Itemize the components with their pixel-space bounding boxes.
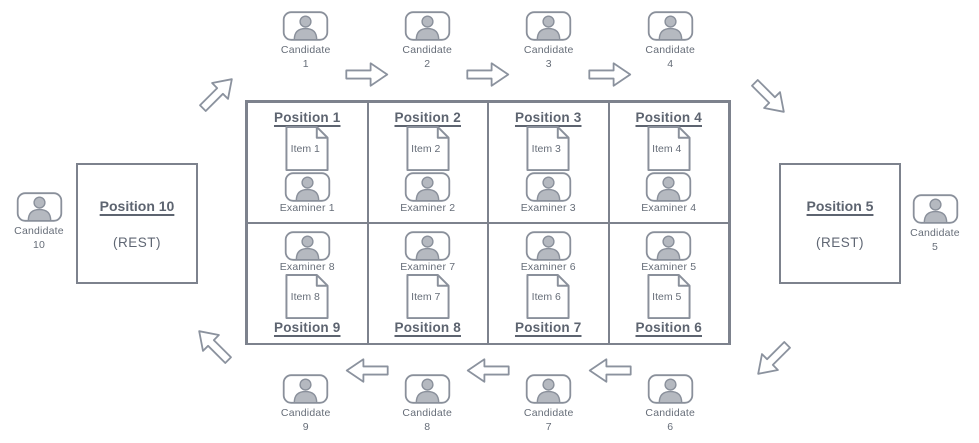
arrow-right-icon [464,61,512,88]
candidate-label: Candidate 8 [402,407,453,433]
position-title: Position 7 [514,320,582,335]
candidate-4: Candidate 4 [610,11,732,71]
position-title: Position 10 [99,197,175,214]
person-icon [645,231,692,261]
arrow-up-right-icon [195,80,240,107]
candidate-label: Candidate 10 [14,225,64,251]
station-position-8: Examiner 7 Item 7 Position 8 [367,223,488,344]
candidate-label: Candidate 2 [402,44,453,70]
position-title: Position 4 [635,110,702,125]
candidate-2: Candidate 2 [367,11,489,71]
document-icon: Item 4 [646,125,692,172]
station-position-3: Position 3 Item 3 Examiner 3 [488,102,609,223]
arrow-up-left-icon [191,332,236,359]
candidate-label: Candidate 1 [280,44,331,70]
document-icon: Item 6 [525,273,571,320]
person-icon [284,231,331,261]
arrow-down-left-icon [750,346,795,373]
item-label: Item 5 [652,291,682,304]
examiner-label: Examiner 6 [520,261,576,273]
person-icon [525,11,572,41]
station-position-1: Position 1 Item 1 Examiner 1 [247,102,368,223]
rest-station-position-10: Position 10 (REST) [76,163,198,284]
document-icon: Item 8 [284,273,330,320]
person-icon [16,192,63,222]
candidate-7: Candidate 7 [488,374,610,434]
item-label: Item 7 [411,291,441,304]
candidate-label: Candidate 9 [280,407,331,433]
position-title: Position 2 [394,110,461,125]
document-icon: Item 5 [646,273,692,320]
candidate-5: Candidate 5 [905,194,965,254]
person-icon [404,231,451,261]
candidate-8: Candidate 8 [367,374,489,434]
person-icon [647,374,694,404]
station-position-7: Examiner 6 Item 6 Position 7 [488,223,609,344]
person-icon [404,374,451,404]
document-icon: Item 7 [405,273,451,320]
rest-label: (REST) [816,234,864,250]
candidate-3: Candidate 3 [488,11,610,71]
item-label: Item 1 [290,143,320,156]
item-label: Item 6 [531,291,561,304]
candidate-label: Candidate 5 [910,227,960,253]
candidates-top-row: Candidate 1 Candidate 2 Candidate 3 Cand… [245,11,731,71]
person-icon [525,172,572,202]
station-position-4: Position 4 Item 4 Examiner 4 [608,102,729,223]
candidate-1: Candidate 1 [245,11,367,71]
person-icon [282,11,329,41]
person-icon [645,172,692,202]
candidate-label: Candidate 3 [523,44,574,70]
document-icon: Item 1 [284,125,330,172]
item-label: Item 2 [411,143,441,156]
arrow-right-icon [586,61,634,88]
person-icon [282,374,329,404]
examiner-label: Examiner 1 [279,202,335,214]
person-icon [912,194,959,224]
person-icon [404,172,451,202]
position-title: Position 1 [273,110,341,125]
candidate-label: Candidate 6 [645,407,696,433]
examiner-label: Examiner 3 [520,202,576,214]
arrow-right-icon [343,61,391,88]
examiner-label: Examiner 8 [279,261,335,273]
station-grid: Position 1 Item 1 Examiner 1 Position 2 … [245,100,731,345]
candidate-10: Candidate 10 [9,192,69,252]
arrow-down-right-icon [747,84,792,111]
candidate-label: Candidate 4 [645,44,696,70]
document-icon: Item 3 [525,125,571,172]
candidate-9: Candidate 9 [245,374,367,434]
station-position-9: Examiner 8 Item 8 Position 9 [247,223,368,344]
person-icon [284,172,331,202]
candidate-label: Candidate 7 [523,407,574,433]
position-title: Position 9 [273,320,341,335]
position-title: Position 3 [514,110,582,125]
item-label: Item 4 [652,143,682,156]
candidates-bottom-row: Candidate 9 Candidate 8 Candidate 7 Cand… [245,374,731,434]
person-icon [404,11,451,41]
item-label: Item 8 [290,291,320,304]
person-icon [647,11,694,41]
position-title: Position 5 [806,197,874,214]
examiner-label: Examiner 5 [641,261,697,273]
candidate-6: Candidate 6 [610,374,732,434]
rest-label: (REST) [113,234,161,250]
person-icon [525,374,572,404]
station-position-2: Position 2 Item 2 Examiner 2 [367,102,488,223]
item-label: Item 3 [531,143,561,156]
rest-station-position-5: Position 5 (REST) [779,163,901,284]
examiner-label: Examiner 2 [400,202,456,214]
station-position-6: Examiner 5 Item 5 Position 6 [608,223,729,344]
position-title: Position 6 [635,320,702,335]
examiner-label: Examiner 7 [400,261,456,273]
person-icon [525,231,572,261]
position-title: Position 8 [394,320,461,335]
examiner-label: Examiner 4 [641,202,697,214]
document-icon: Item 2 [405,125,451,172]
